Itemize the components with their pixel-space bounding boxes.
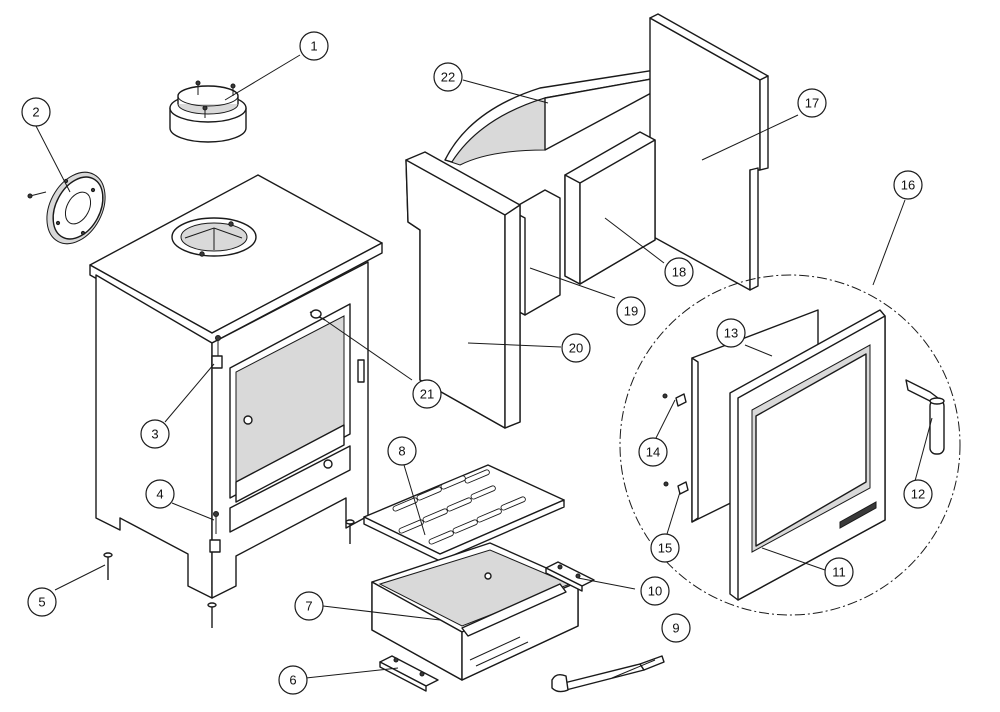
- part-flue-collar: [169, 80, 247, 143]
- part-glass-clip-lower: [663, 481, 689, 495]
- callout-8-label: 8: [398, 444, 405, 459]
- part-door-handle: [905, 379, 945, 455]
- callout-22-label: 22: [441, 70, 455, 85]
- callout-14-label: 14: [646, 445, 660, 460]
- callout-7-label: 7: [305, 599, 312, 614]
- callout-22: 22: [433, 62, 463, 92]
- callout-1-label: 1: [310, 39, 317, 54]
- callout-18-label: 18: [672, 265, 686, 280]
- callout-10-label: 10: [648, 584, 662, 599]
- part-rear-firebrick: [649, 13, 769, 291]
- callout-2-label: 2: [32, 105, 39, 120]
- callout-13-label: 13: [724, 326, 738, 341]
- callout-15-label: 15: [658, 541, 672, 556]
- callout-18: 18: [664, 257, 694, 287]
- callout-3: 3: [140, 419, 170, 449]
- callout-9: 9: [661, 613, 691, 643]
- callout-20-label: 20: [569, 341, 583, 356]
- door-assembly-boundary: [619, 274, 961, 616]
- callout-4: 4: [145, 479, 175, 509]
- callout-10: 10: [640, 576, 670, 606]
- part-ash-pan-tool: [551, 655, 665, 693]
- part-baffle: [444, 67, 669, 166]
- callout-2: 2: [21, 97, 51, 127]
- callout-1: 1: [299, 31, 329, 61]
- callout-14: 14: [638, 437, 668, 467]
- callout-12: 12: [903, 479, 933, 509]
- callout-19: 19: [616, 296, 646, 326]
- callout-19-label: 19: [624, 304, 638, 319]
- callout-8: 8: [387, 436, 417, 466]
- part-ash-pan-runner: [379, 655, 439, 692]
- callout-17: 17: [797, 88, 827, 118]
- part-grate: [363, 464, 565, 562]
- callout-7: 7: [294, 591, 324, 621]
- callout-6: 6: [278, 665, 308, 695]
- part-hinge-pin-upper: [211, 335, 223, 369]
- callout-12-label: 12: [911, 487, 925, 502]
- part-ash-pan-runner-right: [545, 561, 595, 592]
- callout-16-label: 16: [901, 178, 915, 193]
- leader-lines: [35, 54, 933, 679]
- part-ash-pan: [371, 542, 579, 681]
- part-stove-body: [89, 174, 383, 599]
- part-leveling-feet: [103, 519, 355, 628]
- callout-21-label: 21: [420, 387, 434, 402]
- callout-16: 16: [893, 170, 923, 200]
- part-spigot-plate: [27, 171, 106, 245]
- callout-6-label: 6: [289, 673, 296, 688]
- callout-11-label: 11: [832, 565, 846, 580]
- callout-13: 13: [716, 318, 746, 348]
- callout-11: 11: [824, 557, 854, 587]
- callout-4-label: 4: [156, 487, 163, 502]
- callout-3-label: 3: [151, 427, 158, 442]
- callout-17-label: 17: [805, 96, 819, 111]
- callout-15: 15: [650, 533, 680, 563]
- part-glass-clip-upper: [662, 393, 687, 407]
- part-hinge-pin-lower: [209, 511, 221, 553]
- callout-5-label: 5: [38, 595, 45, 610]
- part-side-firebrick-right: [564, 131, 656, 285]
- part-door-frame: [729, 309, 886, 601]
- callout-21: 21: [412, 379, 442, 409]
- callout-9-label: 9: [672, 621, 679, 636]
- callout-5: 5: [27, 587, 57, 617]
- part-front-firebrick: [405, 151, 521, 429]
- callout-20: 20: [561, 333, 591, 363]
